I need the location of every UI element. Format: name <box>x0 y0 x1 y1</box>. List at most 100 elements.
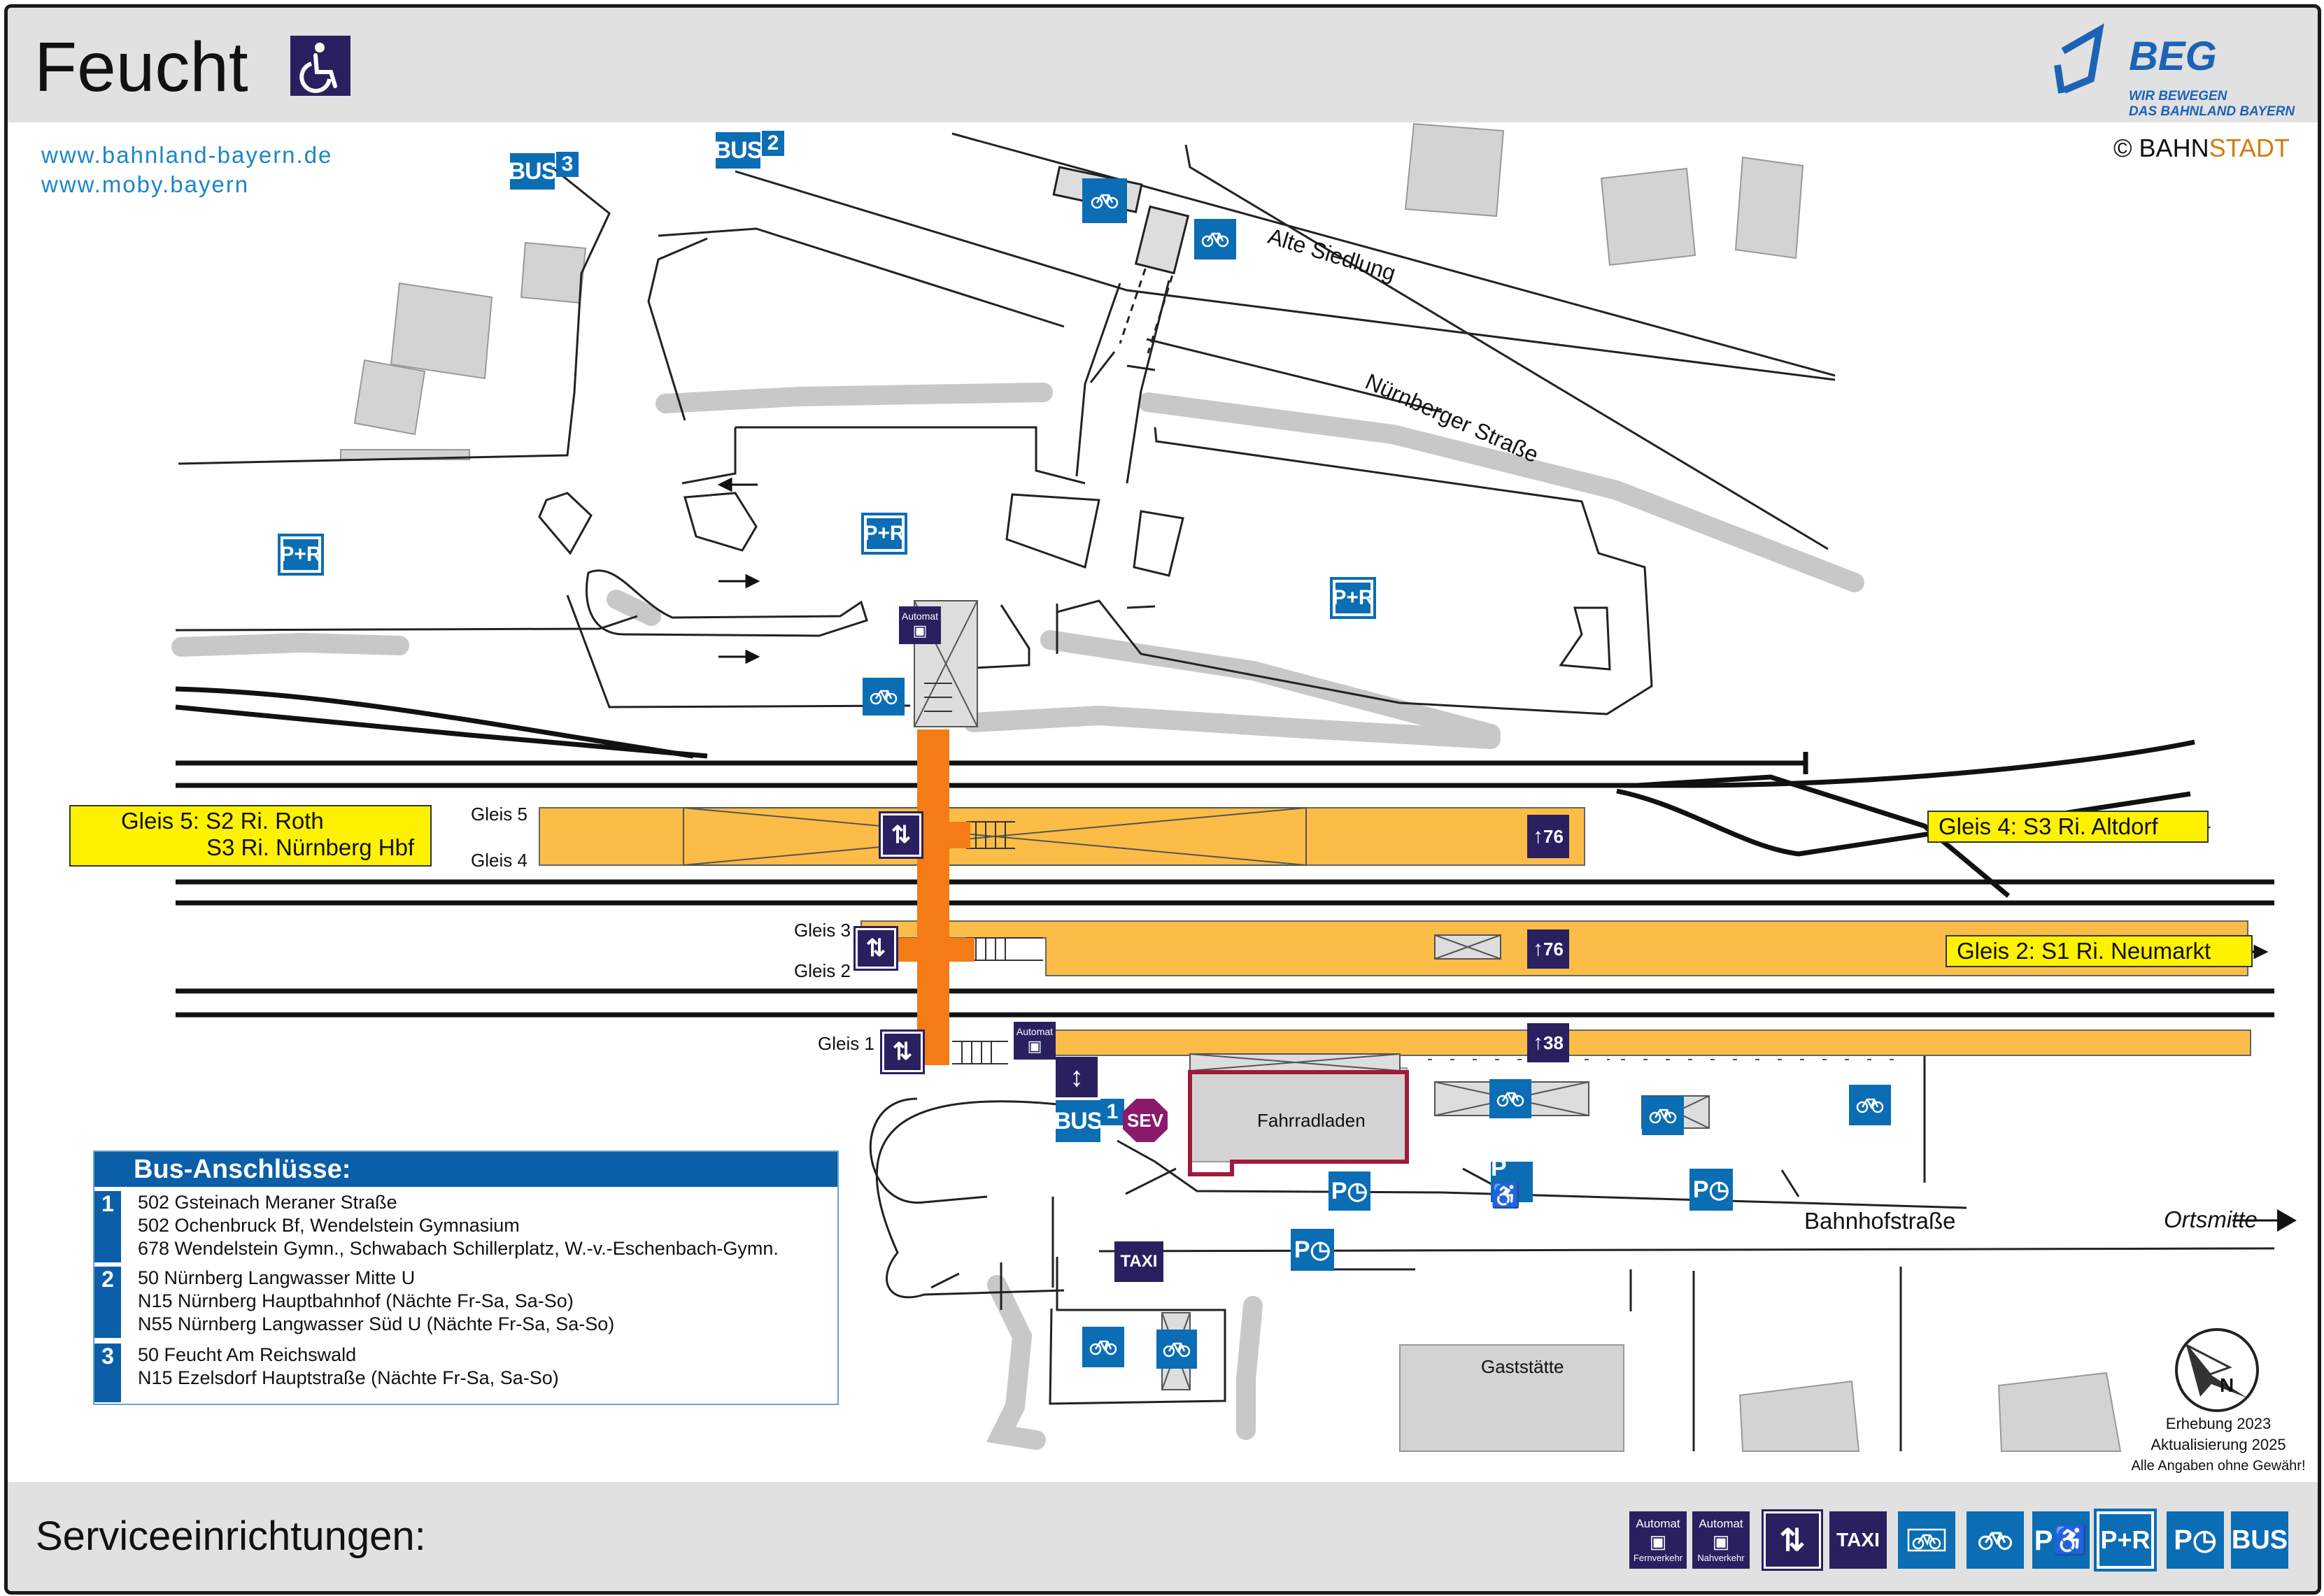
bus-group-number: 1 <box>94 1191 121 1262</box>
survey-credit: Erhebung 2023 Aktualisierung 2025 Alle A… <box>2099 1413 2318 1476</box>
bus-group-3: 3 50 Feucht Am Reichswald N15 Ezelsdorf … <box>94 1344 837 1402</box>
station-map-frame: Feucht BEG WIR BEWEGEN DAS BAHNLAND BAYE… <box>4 4 2321 1595</box>
platform-stairs <box>924 683 1043 1064</box>
beg-tagline-2: DAS BAHNLAND BAYERN <box>2129 104 2295 119</box>
links: www.bahnland-bayern.de www.moby.bayern <box>41 141 332 199</box>
header-bar: Feucht BEG WIR BEWEGEN DAS BAHNLAND BAYE… <box>8 8 2318 122</box>
beg-logo: BEG WIR BEWEGEN DAS BAHNLAND BAYERN <box>2050 15 2302 120</box>
exit-38-icon: ↑38 <box>1527 1023 1569 1062</box>
bus-line: 502 Gsteinach Meraner Straße <box>138 1192 397 1213</box>
beg-logo-name: BEG <box>2129 34 2217 79</box>
park-and-ride-icon: P+R <box>861 513 907 555</box>
disabled-parking-icon: P♿ <box>1491 1155 1533 1209</box>
link-bahnland[interactable]: www.bahnland-bayern.de <box>41 142 333 168</box>
bus-line: 50 Feucht Am Reichswald <box>138 1344 357 1365</box>
bus-line: N15 Ezelsdorf Hauptstraße (Nächte Fr-Sa,… <box>138 1367 559 1388</box>
rail-tracks <box>175 686 2274 1018</box>
compass <box>2175 1328 2259 1412</box>
bus-group-1: 1 502 Gsteinach Meraner Straße 502 Ochen… <box>94 1191 837 1262</box>
bicycle-parking-icon <box>1156 1330 1197 1369</box>
ticket-machine-icon: Automat▣ <box>899 606 941 644</box>
direction-gleis-4: Gleis 4: S3 Ri. Altdorf <box>1927 811 2209 843</box>
gleis-5-label: Gleis 5 <box>471 804 527 825</box>
beg-tagline-1: WIR BEWEGEN <box>2129 89 2227 104</box>
bicycle-parking-icon <box>1194 219 1236 259</box>
bus-line: N55 Nürnberg Langwasser Süd U (Nächte Fr… <box>138 1313 615 1334</box>
bus-connections-title: Bus-Anschlüsse: <box>94 1152 837 1187</box>
bicycle-parking-icon <box>863 678 905 715</box>
exit-76-icon: ↑76 <box>1527 815 1569 858</box>
link-moby[interactable]: www.moby.bayern <box>41 171 250 197</box>
bus-stop-2-number: 2 <box>762 131 784 156</box>
station-title: Feucht <box>34 28 248 106</box>
service-legend-bar: Serviceeinrichtungen: <box>8 1482 2318 1591</box>
bus-stop-2-icon: BUS <box>714 132 763 169</box>
fahrradladen-label: Fahrradladen <box>1257 1110 1366 1131</box>
bus-line: 50 Nürnberg Langwasser Mitte U <box>138 1267 416 1288</box>
bicycle-parking-icon <box>1082 1327 1124 1367</box>
elevator-icon: ⇅ <box>879 811 923 859</box>
beg-logo-icon <box>2054 23 2104 94</box>
fahrradladen-outline <box>1188 1070 1409 1176</box>
wheelchair-icon <box>290 36 350 96</box>
credit-line-2: Aktualisierung 2025 <box>2151 1436 2286 1453</box>
compass-letter: N <box>2220 1374 2234 1396</box>
park-and-ride-icon: P+R <box>1330 577 1376 619</box>
direction-gleis-4-text: Gleis 4: S3 Ri. Altdorf <box>1939 813 2158 839</box>
elevator-icon: ⇅ <box>880 1029 925 1074</box>
station-map <box>78 122 2297 1452</box>
gleis-3-label: Gleis 3 <box>794 920 851 941</box>
credit-line-3: Alle Angaben ohne Gewähr! <box>2131 1458 2306 1474</box>
elevator-direction-icon: ↕ <box>1056 1057 1098 1097</box>
legend-taxi-icon: TAXI <box>1829 1511 1887 1569</box>
bicycle-parking-icon <box>1489 1079 1531 1118</box>
short-term-parking-icon: P◷ <box>1328 1171 1370 1211</box>
exit-76-icon: ↑76 <box>1527 929 1569 969</box>
ortsmitte-arrow-icon <box>2277 1209 2297 1232</box>
gleis-1-label: Gleis 1 <box>818 1033 874 1054</box>
bicycle-parking-icon <box>1082 178 1127 223</box>
legend-park-and-ride-icon: P+R <box>2094 1509 2157 1572</box>
legend-ticket-machine-fernverkehr-icon: Automat▣Fernverkehr <box>1629 1511 1687 1569</box>
pedestrian-underpass <box>892 729 975 1065</box>
bus-line: N15 Nürnberg Hauptbahnhof (Nächte Fr-Sa,… <box>138 1290 574 1311</box>
parking-islands <box>538 492 1611 671</box>
copyright-stadt: STADT <box>2209 134 2290 162</box>
vegetation <box>171 383 1864 1450</box>
legend-ticket-machine-nahverkehr-icon: Automat▣Nahverkehr <box>1692 1511 1750 1569</box>
bicycle-parking-icon <box>1642 1096 1684 1135</box>
bus-group-number: 3 <box>94 1344 121 1402</box>
bus-stop-1-icon: BUS <box>1054 1100 1103 1142</box>
bus-stop-1-number: 1 <box>1100 1099 1124 1125</box>
roads <box>175 132 2275 1451</box>
bus-stop-3-icon: BUS <box>509 153 557 190</box>
gleis-2-label: Gleis 2 <box>794 960 851 981</box>
short-term-parking-icon: P◷ <box>1291 1229 1334 1271</box>
direction-gleis-2: Gleis 2: S1 Ri. Neumarkt <box>1946 935 2253 967</box>
legend-elevator-icon: ⇅ <box>1762 1509 1823 1571</box>
service-legend-label: Serviceeinrichtungen: <box>36 1513 426 1559</box>
legend-bicycle-icon <box>1967 1511 2024 1569</box>
street-ortsmitte: Ortsmitte <box>2164 1206 2258 1232</box>
street-bahnhofstrasse: Bahnhofstraße <box>1804 1208 1956 1234</box>
direction-gleis-2-text: Gleis 2: S1 Ri. Neumarkt <box>1957 938 2211 964</box>
bus-stop-3-number: 3 <box>556 152 579 177</box>
bus-line: 502 Ochenbruck Bf, Wendelstein Gymnasium <box>138 1215 520 1236</box>
park-and-ride-icon: P+R <box>278 534 324 576</box>
ticket-machine-icon: Automat▣ <box>1014 1022 1056 1060</box>
legend-disabled-parking-icon: P♿ <box>2032 1511 2090 1569</box>
traffic-arrows <box>717 477 760 664</box>
elevator-icon: ⇅ <box>853 926 898 971</box>
legend-bus-icon: BUS <box>2231 1511 2288 1569</box>
copyright-bahn: BAHN <box>2139 134 2209 162</box>
bus-connections-panel: Bus-Anschlüsse: 1 502 Gsteinach Meraner … <box>93 1150 839 1405</box>
bus-group-number: 2 <box>94 1267 121 1338</box>
direction-gleis-5-line-1: Gleis 5: S2 Ri. Roth <box>121 808 324 834</box>
bicycle-parking-icon <box>1849 1085 1891 1125</box>
gleis-4-label: Gleis 4 <box>471 850 527 871</box>
direction-gleis-5: Gleis 5: S2 Ri. Roth S3 Ri. Nürnberg Hbf <box>69 805 432 867</box>
short-term-parking-icon: P◷ <box>1689 1169 1733 1211</box>
copyright-symbol: © <box>2113 134 2132 162</box>
buildings <box>340 122 2122 1452</box>
legend-short-term-parking-icon: P◷ <box>2167 1511 2224 1569</box>
